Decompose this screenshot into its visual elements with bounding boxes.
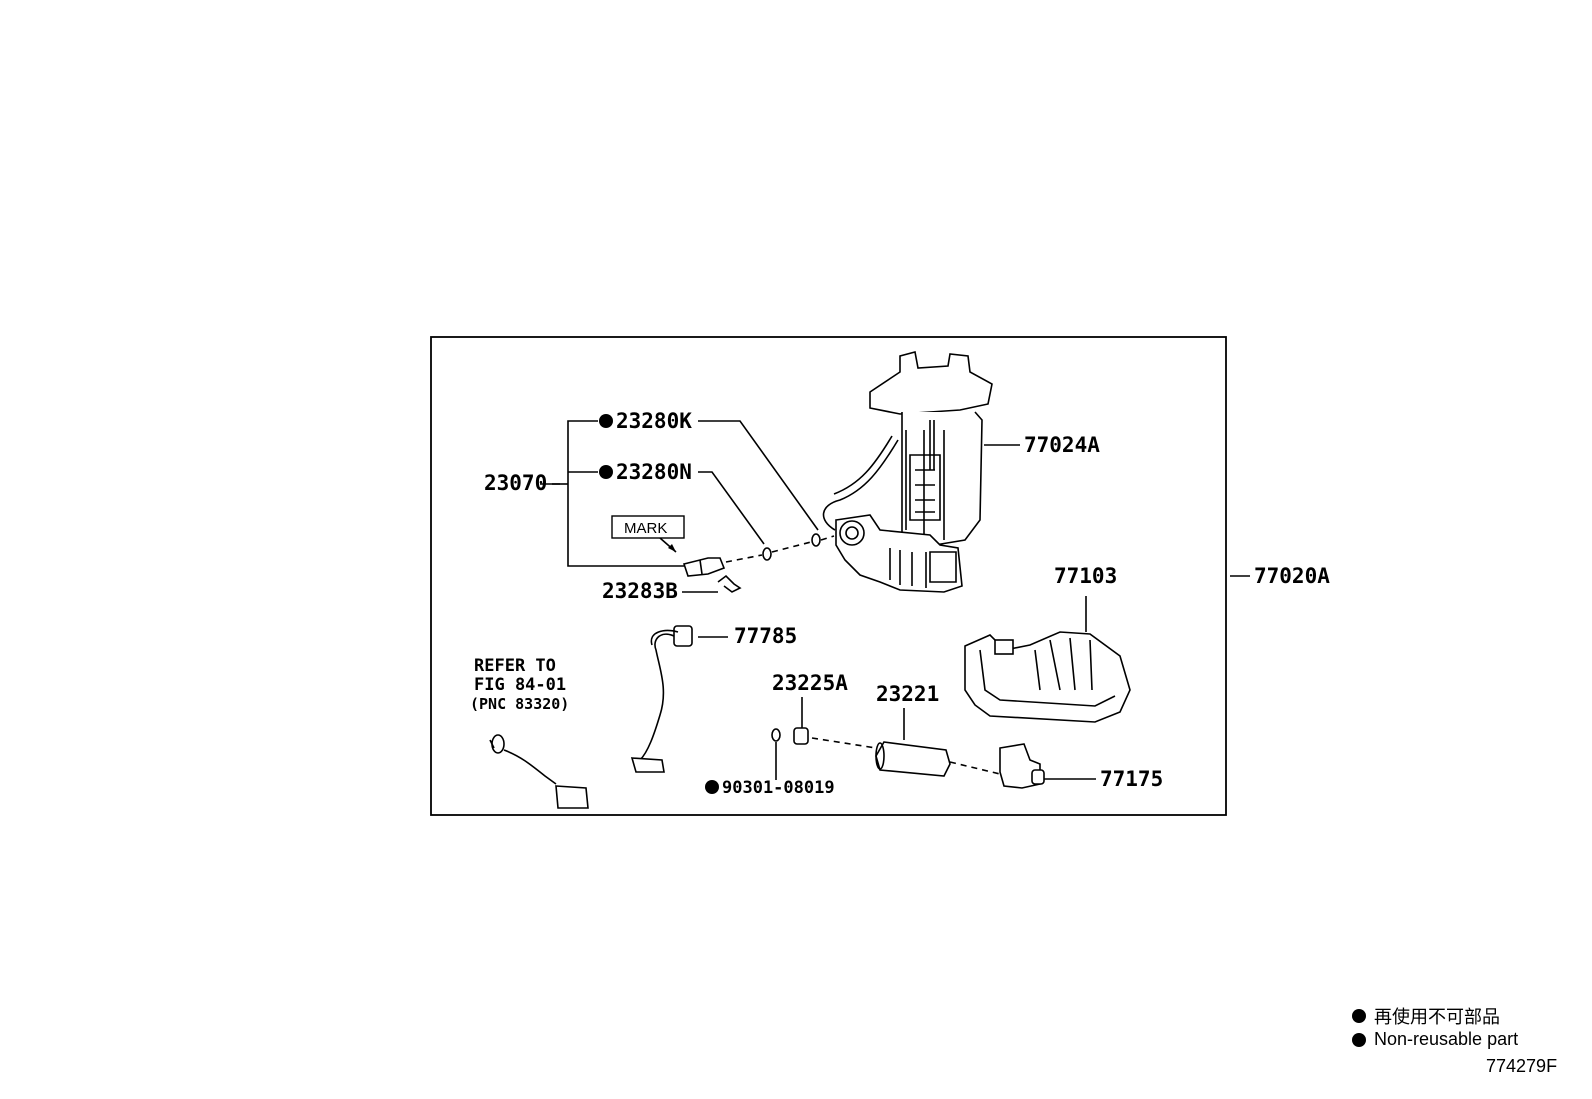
legend-dot (1352, 1032, 1366, 1047)
legend-en-text: Non-reusable part (1374, 1029, 1519, 1049)
mark-text: MARK (624, 520, 667, 537)
fuel-pump-parts-drawing (771, 727, 1045, 789)
label-23280N: 23280N (616, 460, 692, 484)
diagram-frame (430, 336, 1227, 816)
refer-line-3: (PNC 83320) (470, 695, 569, 713)
label-77103: 77103 (1054, 564, 1117, 588)
bracket-23070 (567, 420, 684, 567)
refer-line-1: REFER TO (474, 656, 556, 676)
non-reusable-dot (705, 780, 719, 794)
sub-tank-bracket-drawing (964, 631, 1131, 723)
legend-jp-text: 再使用不可部品 (1374, 1007, 1500, 1027)
label-23070: 23070 (484, 471, 547, 495)
non-reusable-dot (599, 414, 613, 428)
legend-jp: 再使用不可部品 (1352, 1003, 1500, 1029)
label-23225A: 23225A (772, 671, 848, 695)
fuel-pump-assembly-drawing (822, 351, 993, 593)
pressure-regulator-drawing (682, 533, 835, 593)
label-77175: 77175 (1100, 767, 1163, 791)
legend-dot (1352, 1009, 1366, 1023)
figure-id: 774279F (1486, 1056, 1558, 1076)
label-23280K: 23280K (616, 409, 692, 433)
label-23221: 23221 (876, 682, 939, 706)
mark-box (611, 515, 685, 539)
label-90301-08019: 90301-08019 (722, 778, 835, 798)
label-77785: 77785 (734, 624, 797, 648)
sender-gauge-drawing (489, 734, 589, 809)
label-77020A: 77020A (1254, 564, 1330, 588)
refer-line-2: FIG 84-01 (474, 675, 566, 695)
wire-harness-drawing (630, 625, 693, 773)
legend-en: Non-reusable part (1352, 1029, 1518, 1050)
label-77024A: 77024A (1024, 433, 1100, 457)
label-23283B: 23283B (602, 579, 678, 603)
non-reusable-dot (599, 465, 613, 479)
